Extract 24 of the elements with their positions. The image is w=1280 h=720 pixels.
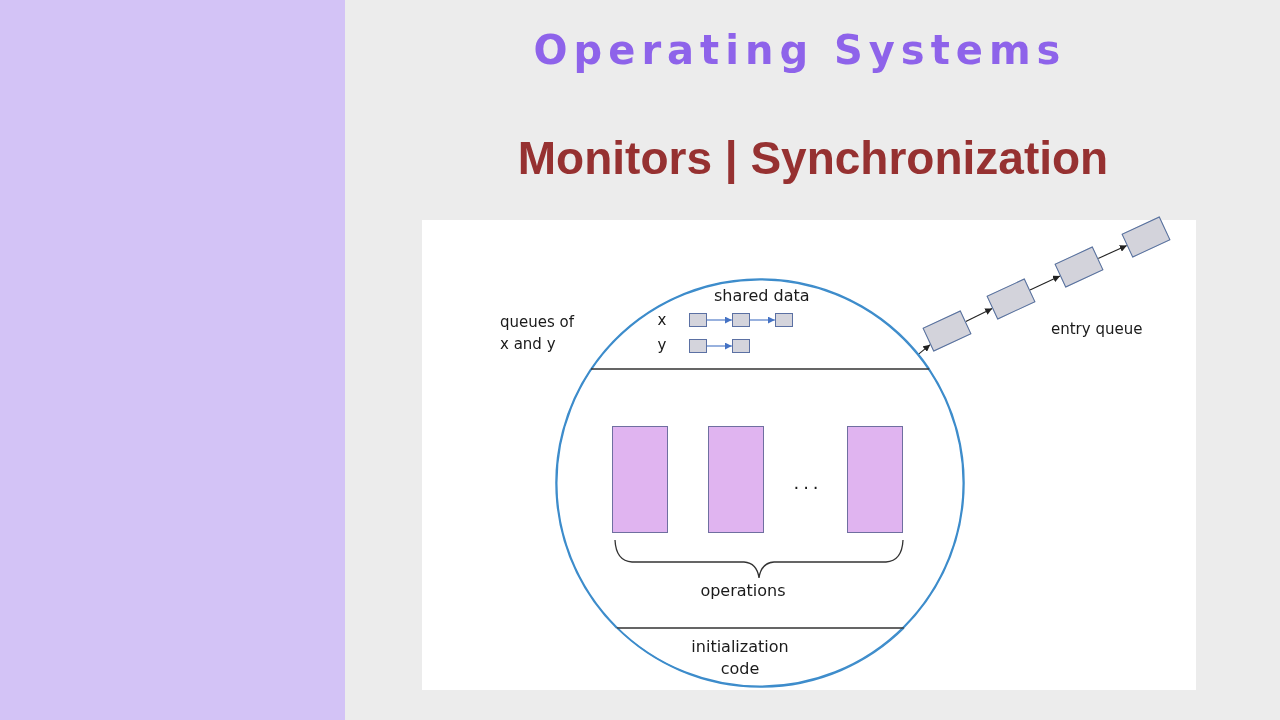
arrow: [1029, 275, 1061, 291]
monitor-section: [616, 628, 904, 687]
section-label: operations: [700, 580, 786, 602]
section-heading: shared data: [714, 285, 810, 307]
arrow: [965, 307, 993, 323]
queue-label: x: [657, 310, 667, 330]
arrow: [706, 316, 733, 324]
monitor-circle: [556, 279, 964, 687]
arrow: [1097, 245, 1128, 259]
arrow: [706, 342, 733, 350]
annotation-label: entry queue: [1051, 319, 1143, 339]
annotation-label: queues of x and y: [500, 312, 576, 355]
ellipsis: ...: [793, 472, 823, 494]
section-label: initialization code: [690, 636, 790, 680]
arrow: [917, 344, 931, 355]
monitor-section: [590, 279, 930, 369]
title: Operating Systems: [533, 27, 1067, 73]
subtitle: Monitors | Synchronization: [517, 131, 1109, 185]
operation-block: [847, 426, 903, 533]
arrow: [749, 316, 776, 324]
queue-label: y: [657, 335, 667, 355]
operation-block: [612, 426, 668, 533]
operation-block: [708, 426, 764, 533]
monitor-section: [556, 369, 964, 628]
